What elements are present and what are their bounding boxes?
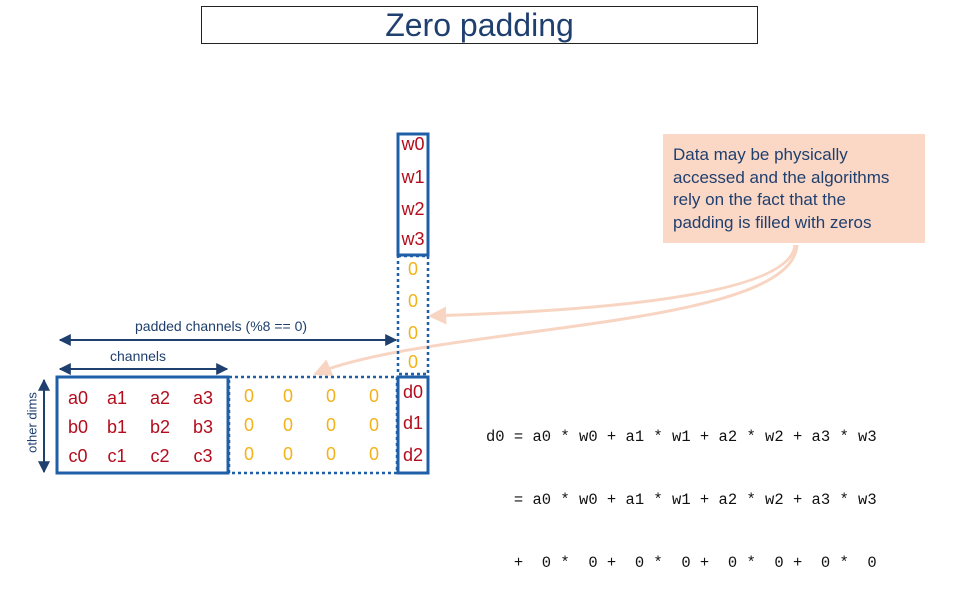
weight-padding-0: 0 <box>407 259 418 279</box>
callout-line: rely on the fact that the <box>673 190 846 209</box>
formula-line: d0 = a0 * w0 + a1 * w1 + a2 * w2 + a3 * … <box>486 428 877 446</box>
channels-label: channels <box>110 348 167 364</box>
diagram-lines <box>38 132 799 475</box>
matrix-padding-cell: 0 <box>243 386 254 406</box>
weight-w3: w3 <box>401 229 425 249</box>
matrix-cell: a1 <box>106 388 128 408</box>
matrix-cell: a0 <box>67 388 89 408</box>
weight-padding-3: 0 <box>407 352 418 372</box>
matrix-cell: c3 <box>193 446 213 466</box>
matrix-padding-cell: 0 <box>325 444 336 464</box>
result-d1: d1 <box>402 413 424 433</box>
padding-note-callout: Data may be physically accessed and the … <box>663 134 925 243</box>
weight-w1: w1 <box>401 167 425 187</box>
callout-arrow-to-weight-padding <box>428 244 797 325</box>
dot-product-formula: d0 = a0 * w0 + a1 * w1 + a2 * w2 + a3 * … <box>486 385 877 595</box>
result-d2: d2 <box>402 445 424 465</box>
callout-line: Data may be physically <box>673 145 848 164</box>
matrix-padding-cell: 0 <box>243 415 254 435</box>
matrix-cell: a2 <box>149 388 171 408</box>
matrix-padding-cell: 0 <box>368 386 379 406</box>
matrix-padding-cell: 0 <box>282 415 293 435</box>
matrix-cell: b1 <box>106 417 128 437</box>
matrix-padding-cell: 0 <box>368 415 379 435</box>
weight-w0: w0 <box>401 134 425 154</box>
matrix-padding-cell: 0 <box>325 415 336 435</box>
matrix-cell: c1 <box>107 446 127 466</box>
callout-arrow-to-data-padding <box>313 244 799 376</box>
matrix-padding-cell: 0 <box>282 444 293 464</box>
weights-padding-box <box>396 254 430 376</box>
matrix-padding-cell: 0 <box>325 386 336 406</box>
other-dims-label: other dims <box>24 392 40 453</box>
formula-line: + 0 * 0 + 0 * 0 + 0 * 0 + 0 * 0 <box>486 554 877 572</box>
page-title: Zero padding <box>201 6 758 44</box>
matrix-cell: b2 <box>149 417 171 437</box>
result-d0: d0 <box>402 382 424 402</box>
weight-w2: w2 <box>401 199 425 219</box>
matrix-cell: b3 <box>192 417 214 437</box>
weight-padding-1: 0 <box>407 291 418 311</box>
weight-padding-2: 0 <box>407 323 418 343</box>
matrix-padding-cell: 0 <box>243 444 254 464</box>
callout-line: padding is filled with zeros <box>673 212 872 232</box>
matrix-padding-cell: 0 <box>368 444 379 464</box>
matrix-cell: c2 <box>150 446 170 466</box>
callout-line: accessed and the algorithms <box>673 167 890 187</box>
matrix-cell: c0 <box>68 446 88 466</box>
matrix-cell: b0 <box>67 417 89 437</box>
results-box <box>396 375 430 475</box>
matrix-padding-cell: 0 <box>282 386 293 406</box>
matrix-cell: a3 <box>192 388 214 408</box>
formula-line: = a0 * w0 + a1 * w1 + a2 * w2 + a3 * w3 <box>486 491 877 509</box>
padded-channels-label: padded channels (%8 == 0) <box>135 318 308 334</box>
